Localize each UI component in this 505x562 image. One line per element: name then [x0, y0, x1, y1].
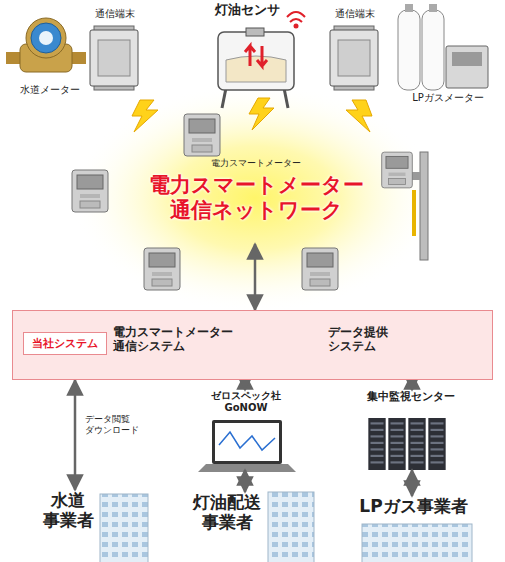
node-text: 水道 事業者 [36, 490, 100, 531]
node-text: 電力スマートメーター [135, 158, 377, 169]
node-text: 電力スマートメーター 通信ネットワーク [135, 173, 377, 223]
node-text: ゼロスペック社 GoNOW [195, 390, 297, 414]
sensor-label: 灯油センサ [206, 2, 288, 20]
node-text: 灯油配送 事業者 [185, 492, 269, 533]
meter-label: LPガスメーター [392, 92, 504, 106]
operator-label: 灯油配送 事業者 [185, 492, 269, 535]
system-box: データ提供 システム [328, 319, 488, 374]
node-text: データ提供 システム [328, 325, 400, 354]
node-text: 電力スマートメーター 通信システム [113, 325, 245, 354]
company-system-band: 当社システム電力スマートメーター 通信システム データ提供 システム [12, 310, 493, 380]
node-text: 集中監視センター [355, 390, 467, 403]
operator-label: LPガス事業者 [350, 496, 477, 518]
system-box: 電力スマートメーター 通信システム [113, 319, 313, 374]
service-box: 集中監視センター [355, 390, 467, 470]
network-area: 電力スマートメーター電力スマートメーター 通信ネットワーク [135, 158, 377, 244]
edge-label: データ閲覧 ダウンロード [83, 413, 149, 438]
node-text: LPガスメーター [392, 92, 504, 104]
terminal-label: 通信端末 [86, 8, 144, 22]
double-arrow [411, 470, 414, 496]
node-text: 水道メーター [4, 84, 96, 96]
double-arrow [74, 380, 77, 490]
node-text: 通信端末 [326, 8, 384, 20]
node-text: 通信端末 [86, 8, 144, 20]
node-text: LPガス事業者 [350, 496, 477, 516]
meter-label: 水道メーター [4, 84, 96, 98]
node-text: 灯油センサ [206, 2, 288, 18]
service-box: ゼロスペック社 GoNOW [195, 390, 297, 470]
double-arrow [254, 244, 257, 310]
terminal-label: 通信端末 [326, 8, 384, 22]
operator-label: 水道 事業者 [36, 490, 100, 533]
double-arrow [244, 470, 247, 492]
node-text: 当社システム [23, 332, 107, 355]
